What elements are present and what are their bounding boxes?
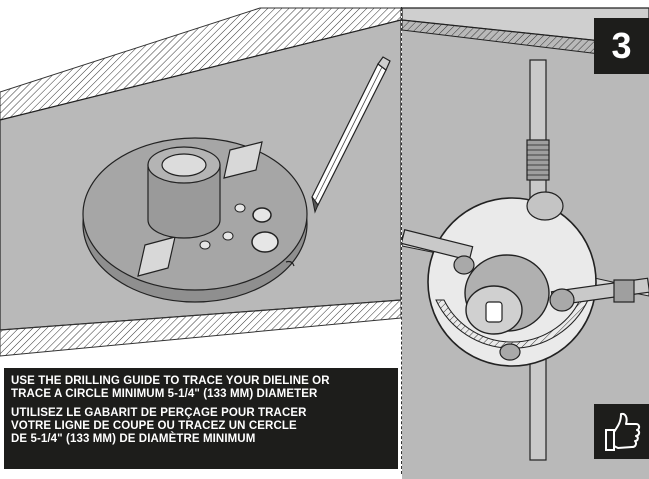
instruction-english-line2: TRACE A CIRCLE MINIMUM 5-1/4" (133 MM) D… bbox=[11, 388, 318, 400]
guide-hole-2 bbox=[199, 240, 211, 250]
instruction-french-line1: UTILISEZ LE GABARIT DE PERÇAGE POUR TRAC… bbox=[11, 407, 307, 419]
guide-boss-bore bbox=[161, 153, 207, 177]
guide-boss bbox=[147, 164, 221, 239]
valve-right-port bbox=[549, 288, 575, 312]
guide-hole-5 bbox=[252, 207, 272, 223]
valve-bottom-port bbox=[499, 343, 521, 361]
valve-stem bbox=[485, 301, 503, 323]
thumbs-up-icon bbox=[594, 404, 649, 459]
guide-hole-3 bbox=[222, 231, 234, 241]
drilling-guide-drawing bbox=[0, 7, 401, 357]
instruction-french-line3: DE 5-1/4" (133 MM) DE DIAMÈTRE MINIMUM bbox=[11, 433, 256, 445]
inlet-pipe-left bbox=[402, 229, 474, 261]
right-threaded-fitting bbox=[613, 279, 635, 303]
guide-slot-upper bbox=[223, 141, 263, 179]
wall-edge-top bbox=[0, 7, 401, 121]
valve-illustration bbox=[402, 0, 649, 479]
pencil-icon bbox=[311, 56, 391, 214]
valve-left-port bbox=[453, 255, 475, 275]
guide-slot-lower bbox=[137, 236, 176, 277]
guide-hole-4 bbox=[234, 203, 246, 213]
top-stud bbox=[402, 7, 649, 47]
guide-notch bbox=[285, 260, 295, 267]
top-stud-edge bbox=[402, 19, 649, 61]
guide-hole-6 bbox=[251, 231, 279, 253]
wall-edge-bottom bbox=[0, 299, 401, 357]
valve-upper-port bbox=[526, 191, 564, 221]
drilling-guide-illustration: USE THE DRILLING GUIDE TO TRACE YOUR DIE… bbox=[0, 7, 401, 469]
instruction-english-line1: USE THE DRILLING GUIDE TO TRACE YOUR DIE… bbox=[11, 375, 330, 387]
valve-drawing bbox=[402, 7, 649, 479]
step-number-badge: 3 bbox=[594, 18, 649, 74]
instruction-caption: USE THE DRILLING GUIDE TO TRACE YOUR DIE… bbox=[4, 368, 398, 469]
thumbs-up-glyph bbox=[605, 412, 641, 451]
instruction-french-line2: VOTRE LIGNE DE COUPE OU TRACEZ UN CERCLE bbox=[11, 420, 297, 432]
